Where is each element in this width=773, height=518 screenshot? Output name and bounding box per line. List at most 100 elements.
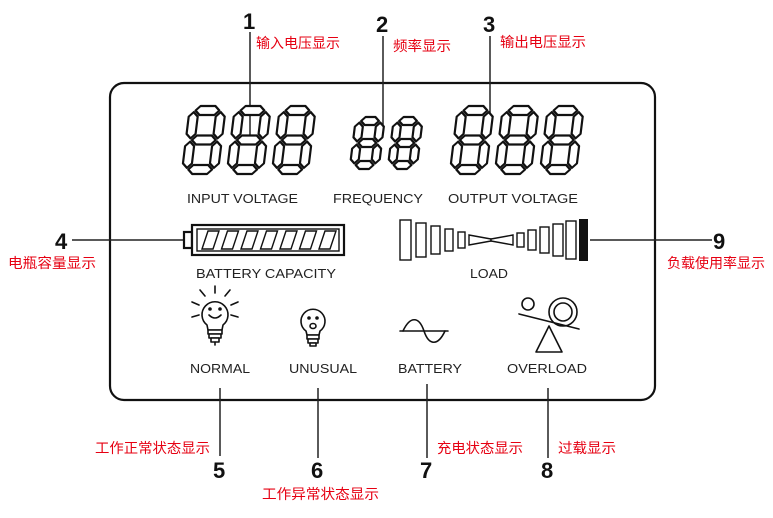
battery-segment-2 [220, 230, 240, 250]
callout-label-4: 电瓶容量显示 [8, 255, 96, 272]
segment-b [257, 110, 271, 140]
input-voltage-label: INPUT VOLTAGE [187, 191, 298, 206]
segment-g [548, 134, 575, 146]
segment-e [449, 140, 464, 170]
segment-g [190, 134, 217, 146]
frequency-digit-1 [349, 115, 385, 171]
segment-d [187, 163, 214, 176]
callout-label-6: 工作异常状态显示 [262, 487, 379, 503]
input-voltage-display [181, 104, 316, 176]
battery-label: BATTERY [398, 361, 462, 376]
segment-b [525, 110, 539, 140]
callout-number-7: 7 [420, 458, 432, 483]
segment-a [507, 104, 534, 117]
battery-segments [201, 230, 337, 250]
callout-label-9: 负载使用率显示 [667, 255, 765, 272]
segment-b [212, 110, 226, 140]
leader-lines [72, 32, 712, 458]
segment-f [185, 110, 199, 140]
lightbulb-happy-icon [191, 285, 239, 346]
seesaw-overload-icon [518, 297, 580, 353]
callout-label-7: 充电状态显示 [437, 441, 523, 457]
segment-e [181, 140, 196, 170]
callout-label-5: 工作正常状态显示 [95, 441, 210, 457]
callout-number-9: 9 [713, 229, 725, 254]
sine-wave-icon [399, 318, 449, 344]
load-bar-left-3 [430, 225, 441, 255]
segment-a [552, 104, 579, 117]
callout-number-2: 2 [376, 12, 388, 37]
segment-a [398, 115, 419, 127]
output-digit-2 [494, 104, 539, 176]
lightbulb-sad-icon [300, 308, 326, 347]
input-digit-3 [271, 104, 316, 176]
load-label: LOAD [470, 266, 508, 281]
battery-segment-4 [259, 230, 279, 250]
battery-level-icon [182, 223, 346, 257]
segment-g [395, 137, 416, 149]
segment-c [408, 143, 421, 165]
segment-d [354, 159, 375, 171]
callout-number-1: 1 [243, 9, 255, 34]
callout-label-3: 输出电压显示 [500, 35, 586, 51]
segment-e [494, 140, 509, 170]
segment-b [480, 110, 494, 140]
segment-d [500, 163, 527, 176]
segment-f [543, 110, 557, 140]
battery-capacity-label: BATTERY CAPACITY [196, 266, 336, 281]
segment-e [226, 140, 241, 170]
battery-terminal [182, 230, 194, 250]
segment-d [455, 163, 482, 176]
segment-b [302, 110, 316, 140]
segment-b [373, 121, 385, 143]
load-bar-left-4 [444, 228, 454, 252]
segment-c [370, 143, 383, 165]
segment-c [253, 140, 268, 170]
load-bar-icon [399, 219, 588, 261]
segment-f [453, 110, 467, 140]
segment-c [476, 140, 491, 170]
load-bar-right-4 [552, 223, 564, 257]
segment-c [298, 140, 313, 170]
segment-b [411, 121, 423, 143]
output-voltage-display [449, 104, 584, 176]
segment-e [271, 140, 286, 170]
normal-label: NORMAL [190, 361, 250, 376]
output-voltage-label: OUTPUT VOLTAGE [448, 191, 578, 206]
load-bar-right-2 [527, 229, 537, 251]
segment-a [284, 104, 311, 117]
unusual-label: UNUSUAL [289, 361, 357, 376]
segment-a [462, 104, 489, 117]
segment-f [275, 110, 289, 140]
segment-f [390, 121, 402, 143]
segment-e [539, 140, 554, 170]
load-bar-right-5 [565, 220, 577, 260]
frequency-digit-2 [387, 115, 423, 171]
load-wedge-right [490, 234, 514, 246]
callout-number-3: 3 [483, 12, 495, 37]
segment-g [357, 137, 378, 149]
output-digit-3 [539, 104, 584, 176]
segment-c [208, 140, 223, 170]
battery-segment-6 [298, 230, 318, 250]
segment-c [521, 140, 536, 170]
segment-g [503, 134, 530, 146]
segment-g [280, 134, 307, 146]
callout-label-1: 输入电压显示 [256, 36, 340, 52]
load-bar-right-6 [579, 219, 588, 261]
frequency-label: FREQUENCY [333, 191, 423, 206]
callout-number-6: 6 [311, 458, 323, 483]
battery-segment-7 [318, 230, 337, 250]
callout-number-5: 5 [213, 458, 225, 483]
segment-g [235, 134, 262, 146]
segment-e [387, 143, 400, 165]
segment-e [349, 143, 362, 165]
segment-a [360, 115, 381, 127]
segment-g [458, 134, 485, 146]
input-digit-1 [181, 104, 226, 176]
overload-label: OVERLOAD [507, 361, 587, 376]
segment-f [498, 110, 512, 140]
input-digit-2 [226, 104, 271, 176]
load-bar-right-1 [516, 232, 525, 248]
